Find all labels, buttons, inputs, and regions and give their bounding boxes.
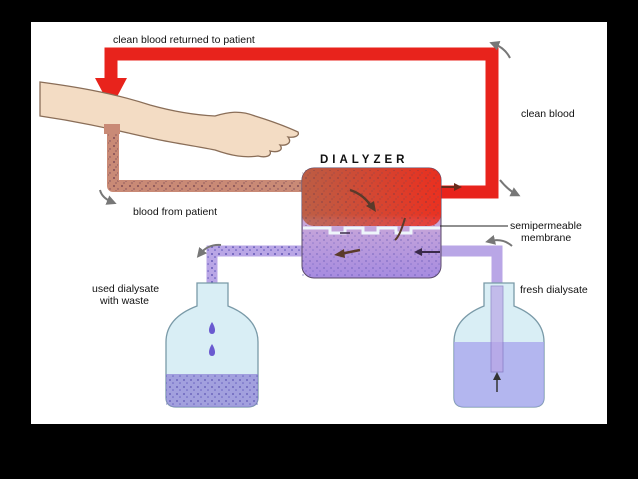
label-fresh-dialysate: fresh dialysate	[520, 284, 588, 296]
label-dialyzer: DIALYZER	[320, 154, 409, 166]
label-semipermeable: semipermeable	[510, 220, 582, 232]
dialyzer-unit	[301, 167, 442, 279]
droplet-icon	[209, 322, 215, 334]
semipermeable-membrane	[303, 226, 440, 235]
label-used-dialysate: used dialysate	[92, 283, 160, 295]
label-clean-blood: clean blood	[521, 108, 575, 120]
return-arrowhead	[95, 78, 127, 108]
clean-blood-loop	[95, 47, 499, 199]
label-with-waste: with waste	[100, 295, 150, 307]
label-clean-returned: clean blood returned to patient	[113, 34, 255, 46]
fresh-dialysate-bottle	[453, 282, 545, 408]
used-dialysate-bottle	[165, 282, 259, 408]
patient-arm	[39, 81, 300, 158]
label-membrane: membrane	[521, 232, 572, 244]
flow-indicators	[99, 41, 521, 258]
label-blood-from-patient: blood from patient	[133, 206, 218, 218]
droplet-icon	[209, 344, 215, 356]
blood-from-patient-tube	[107, 130, 304, 192]
